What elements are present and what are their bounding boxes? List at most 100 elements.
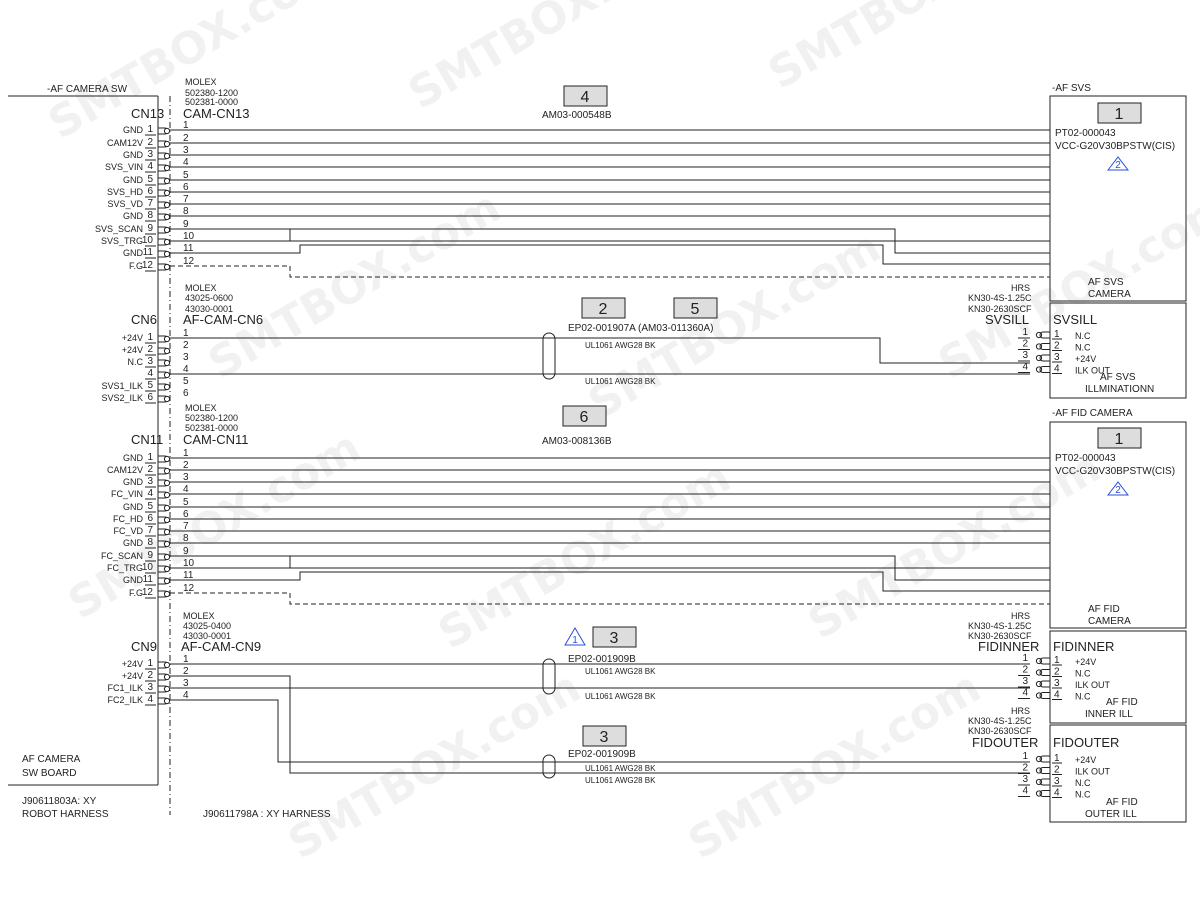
pin-terminal-icon (163, 359, 171, 367)
svs-label1: AF SVS (1088, 277, 1124, 288)
pin-terminal-icon (163, 673, 171, 681)
pin-terminal-icon (163, 540, 171, 548)
cn9-revision: 1 (572, 635, 578, 646)
pin-contact-icon (1039, 790, 1050, 797)
pin-number-right: 2 (1054, 341, 1060, 352)
cn11-cam-label: CAM-CN11 (183, 432, 249, 447)
pin-signal-label: GND (123, 211, 144, 221)
watermark-text: SMTBOX.com (200, 182, 509, 390)
pin-contact-icon (1039, 669, 1050, 676)
watermark-text: SMTBOX.com (40, 0, 349, 150)
pin-number-left: 6 (147, 392, 153, 403)
pin-terminal-icon (163, 565, 171, 573)
pin-number-right: 3 (1054, 678, 1060, 689)
pin-number-left: 5 (147, 174, 153, 185)
pin-signal-label: CAM12V (107, 465, 143, 475)
cn9-part1: 43025-0400 (183, 621, 231, 631)
cn11-cable-code: AM03-008136B (542, 436, 612, 447)
pin-number-right: 10 (183, 558, 195, 569)
pin-signal-label: ILK OUT (1075, 767, 1111, 777)
pin-number-left: 4 (147, 694, 153, 705)
pin-number-right: 1 (183, 328, 189, 339)
svsill-hrs-part1: KN30-4S-1.25C (968, 293, 1032, 303)
pin-terminal-icon (163, 504, 171, 512)
pin-number-left: 6 (147, 513, 153, 524)
pin-number-left: 9 (147, 223, 153, 234)
pin-number-left: 7 (147, 198, 153, 209)
pin-signal-label: F.G (129, 588, 143, 598)
pin-number-left: 4 (1022, 362, 1028, 373)
svs-box-number: 1 (1115, 106, 1124, 123)
pin-terminal-icon (163, 371, 171, 379)
pin-contact-icon (1039, 354, 1050, 362)
wire (290, 228, 1050, 254)
pin-signal-label: SVS_SCAN (95, 224, 143, 234)
watermark-text: SMTBOX.com (60, 422, 369, 630)
pin-number-left: 11 (143, 247, 154, 258)
wire (170, 265, 1050, 278)
pin-number-right: 3 (1054, 776, 1060, 787)
pin-terminal-icon (163, 189, 171, 197)
pin-number-right: 2 (1054, 667, 1060, 678)
pin-number-right: 11 (183, 243, 194, 254)
pin-signal-label: GND (123, 248, 144, 258)
pin-number-left: 7 (147, 525, 153, 536)
pin-signal-label: GND (123, 175, 144, 185)
cn6-cable-number-a: 2 (599, 301, 608, 318)
cable-number-box (1097, 102, 1142, 124)
pin-number-right: 3 (183, 472, 189, 483)
cable-bundle-oval (542, 658, 556, 695)
cn13-cam-label: CAM-CN13 (183, 106, 249, 121)
pin-contact-icon (1039, 366, 1050, 373)
cn13-part2: 502381-0000 (185, 97, 238, 107)
pin-signal-label: +24V (1075, 657, 1096, 667)
pin-number-right: 2 (183, 666, 189, 677)
watermark-text: SMTBOX.com (760, 0, 1069, 100)
pin-number-right: 1 (183, 654, 189, 665)
pin-number-right: 6 (183, 509, 189, 520)
cn11-label: CN11 (131, 432, 163, 447)
pin-number-left: 3 (1022, 350, 1028, 361)
pin-contact-icon (1039, 331, 1050, 339)
pin-signal-label: FC_VIN (111, 489, 143, 499)
section-label-af-camera-sw: -AF CAMERA SW (47, 84, 128, 95)
pin-number-left: 2 (1022, 763, 1028, 774)
pin-number-right: 1 (183, 120, 189, 131)
cn11-part2: 502381-0000 (185, 423, 238, 433)
pin-contact-icon (1039, 692, 1050, 699)
pin-signal-label: GND (123, 477, 144, 487)
cable-number-box (673, 297, 718, 319)
pin-signal-label: FC1_ILK (107, 683, 143, 693)
cn9-cable-number-2: 3 (600, 729, 609, 746)
pin-terminal-icon (163, 528, 171, 536)
robot-harness-line1: J90611803A: XY (22, 796, 97, 807)
pin-number-right: 3 (183, 352, 189, 363)
pin-number-right: 1 (1054, 753, 1060, 764)
svsill-target-label: SVSILL (985, 312, 1029, 327)
cable-number-box (581, 297, 626, 319)
revision-triangle-icon (1106, 156, 1130, 171)
pin-number-left: 1 (1022, 751, 1028, 762)
fid-box-number: 1 (1115, 431, 1124, 448)
fidouter-target-label: FIDOUTER (972, 735, 1038, 750)
pin-signal-label: FC_TRG (107, 563, 143, 573)
svsill-label2: ILLMINATIONN (1085, 384, 1154, 395)
cn6-label: CN6 (131, 312, 157, 327)
fidinner-box-label: FIDINNER (1053, 639, 1114, 654)
pin-number-right: 12 (183, 256, 195, 267)
pin-number-left: 9 (147, 550, 153, 561)
pin-number-right: 1 (1054, 655, 1060, 666)
section-label-af-svs: -AF SVS (1052, 83, 1091, 94)
svsill-label1: AF SVS (1100, 372, 1136, 383)
cn9-label: CN9 (131, 639, 157, 654)
wire (290, 555, 1050, 581)
pin-terminal-icon (163, 213, 171, 221)
cn9-wire1: UL1061 AWG28 BK (585, 667, 656, 676)
cn9-cable-code-2: EP02-001909B (568, 749, 636, 760)
section-label-af-fid-camera: -AF FID CAMERA (1052, 408, 1133, 419)
fid-part: PT02-000043 (1055, 453, 1116, 464)
pin-signal-label: FC_SCAN (101, 551, 143, 561)
pin-signal-label: +24V (1075, 755, 1096, 765)
fidouter-box-label: FIDOUTER (1053, 735, 1119, 750)
